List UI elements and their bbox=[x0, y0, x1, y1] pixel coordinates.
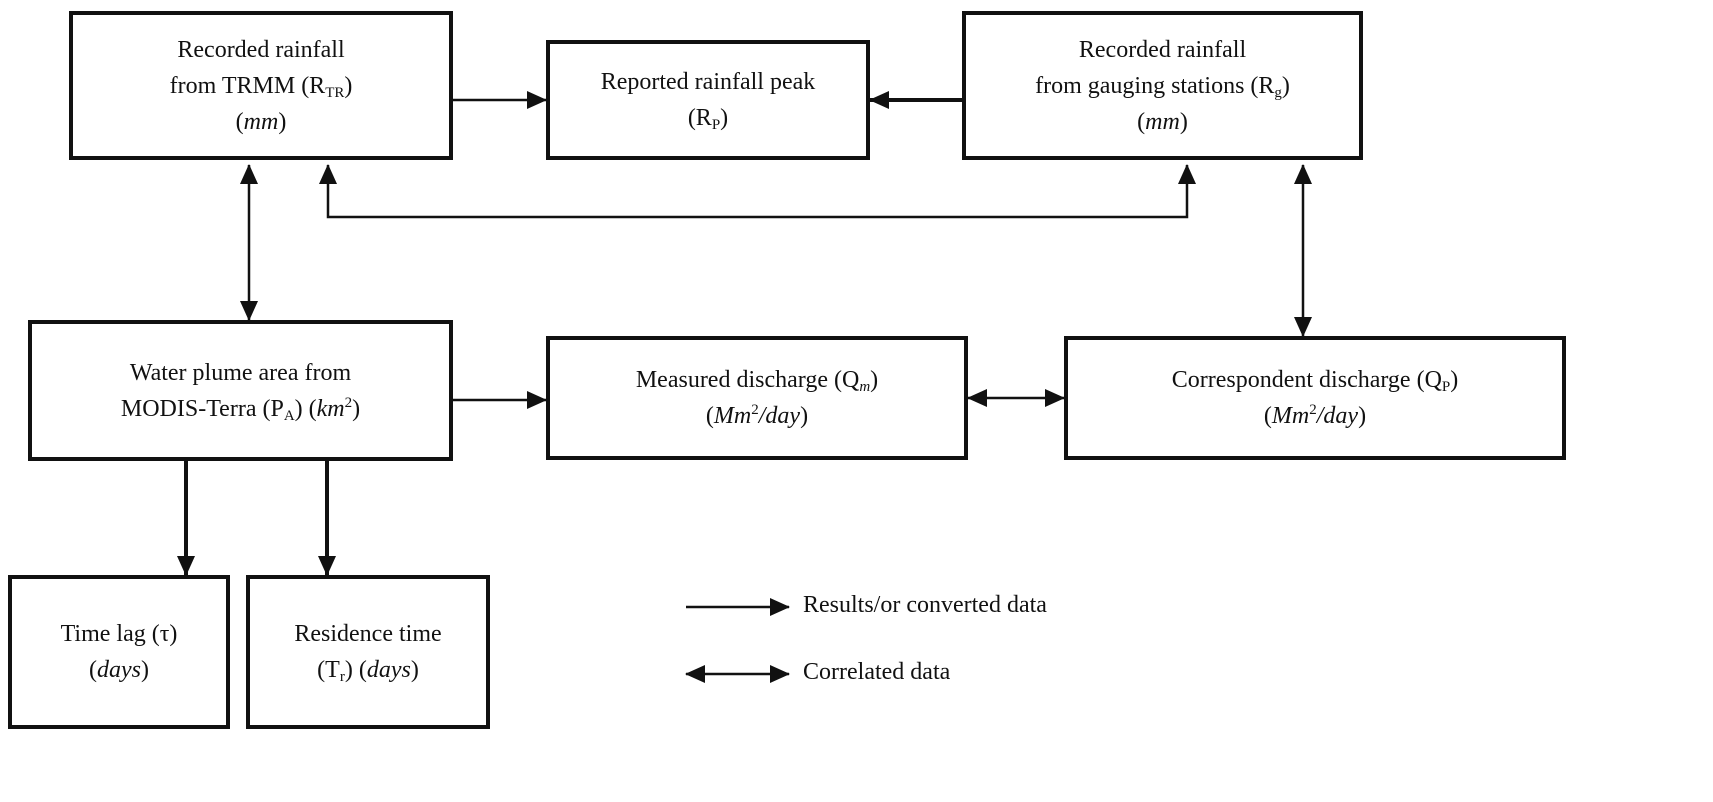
box-gauging-rainfall: Recorded rainfall from gauging stations … bbox=[962, 11, 1363, 160]
trmm-line1: Recorded rainfall bbox=[177, 36, 345, 63]
box-water-plume: Water plume area from MODIS-Terra (PA) (… bbox=[28, 320, 453, 461]
residence-line2: (Tr) (days) bbox=[317, 657, 419, 685]
timelag-line1: Time lag (τ) bbox=[60, 621, 178, 647]
box-time-lag: Time lag (τ) (days) bbox=[8, 575, 230, 729]
gauging-line1: Recorded rainfall bbox=[1078, 36, 1247, 63]
box-rainfall-peak: Reported rainfall peak (RP) bbox=[546, 40, 870, 160]
trmm-line2: from TRMM (RTR) bbox=[169, 72, 353, 101]
plume-line2: MODIS-Terra (PA) (km2) bbox=[120, 394, 361, 424]
measured-line1: Measured discharge (Qm) bbox=[635, 367, 879, 395]
measured-unit: (Mm2/day) bbox=[705, 402, 809, 430]
box-correspondent-discharge: Correspondent discharge (QP) (Mm2/day) bbox=[1064, 336, 1566, 460]
peak-line2: (RP) bbox=[687, 105, 729, 133]
box-measured-discharge: Measured discharge (Qm) (Mm2/day) bbox=[546, 336, 968, 460]
box-trmm-rainfall: Recorded rainfall from TRMM (RTR) (mm) bbox=[69, 11, 453, 160]
peak-line1: Reported rainfall peak bbox=[600, 69, 816, 95]
residence-line1: Residence time bbox=[294, 621, 442, 647]
legend-label-results: Results/or converted data bbox=[803, 592, 1047, 618]
gauging-line2: from gauging stations (Rg) bbox=[1035, 72, 1290, 101]
correspondent-line1: Correspondent discharge (QP) bbox=[1171, 367, 1459, 395]
box-residence-time: Residence time (Tr) (days) bbox=[246, 575, 490, 729]
timelag-unit: (days) bbox=[88, 657, 149, 683]
plume-line1: Water plume area from bbox=[129, 359, 352, 386]
trmm-unit: (mm) bbox=[235, 108, 287, 135]
legend-label-correlated: Correlated data bbox=[803, 659, 951, 685]
arrow-trmm-gauging-correlation bbox=[319, 164, 1196, 219]
correspondent-unit: (Mm2/day) bbox=[1263, 402, 1367, 430]
gauging-unit: (mm) bbox=[1137, 108, 1188, 135]
